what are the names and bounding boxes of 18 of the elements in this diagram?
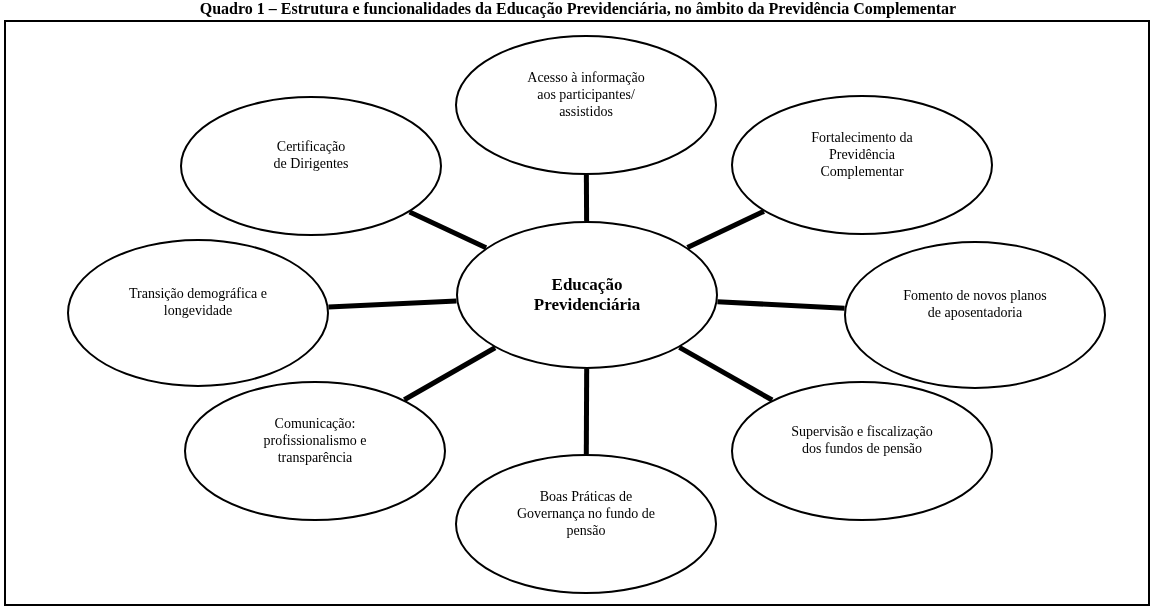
node-label: Acesso à informação aos participantes/ assistidos xyxy=(526,68,646,120)
node-label: Comunicação: profissionalismo e transparência xyxy=(262,414,368,466)
connector-line xyxy=(403,345,497,402)
node-label: Fortalecimento da Previdência Complementar xyxy=(810,128,914,180)
node-label: Supervisão e fiscalização dos fundos de pensão xyxy=(790,423,934,457)
connector-line xyxy=(678,345,774,403)
node-label: Educação Previdenciária xyxy=(532,275,642,315)
connector-line xyxy=(717,299,845,311)
title: Quadro 1 – Estrutura e funcionalidades da Educação Previdenciária, no âmbito da Previdência Complementar xyxy=(198,0,958,18)
node-label: Fomento de novos planos de aposentadoria xyxy=(902,287,1048,321)
node-label: Boas Práticas de Governança no fundo de pensão xyxy=(516,487,656,539)
connector-line xyxy=(686,209,765,250)
connector-line xyxy=(583,175,590,221)
connector-line xyxy=(583,369,590,454)
connector-line xyxy=(408,209,488,251)
node-label: Certificação de Dirigentes xyxy=(272,138,350,172)
connector-line xyxy=(328,298,457,310)
node-label: Transição demográfica e longevidade xyxy=(128,285,268,319)
